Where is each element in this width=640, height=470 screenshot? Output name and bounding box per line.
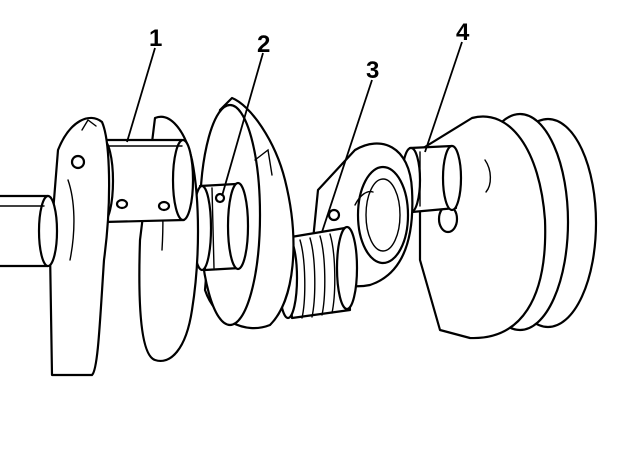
leader-line-4 bbox=[424, 41, 463, 153]
callout-2: 2 bbox=[257, 31, 270, 58]
callout-1: 1 bbox=[149, 25, 162, 52]
callout-4: 4 bbox=[456, 19, 470, 46]
counterweight-first bbox=[48, 116, 111, 377]
front-snout bbox=[0, 194, 59, 268]
crankpin-journal-2 bbox=[191, 181, 250, 272]
leader-line-2 bbox=[221, 52, 264, 197]
callout-3: 3 bbox=[366, 57, 379, 84]
leader-line-1 bbox=[126, 47, 156, 143]
leader-line-3 bbox=[321, 79, 373, 233]
leader-lines bbox=[126, 41, 463, 233]
